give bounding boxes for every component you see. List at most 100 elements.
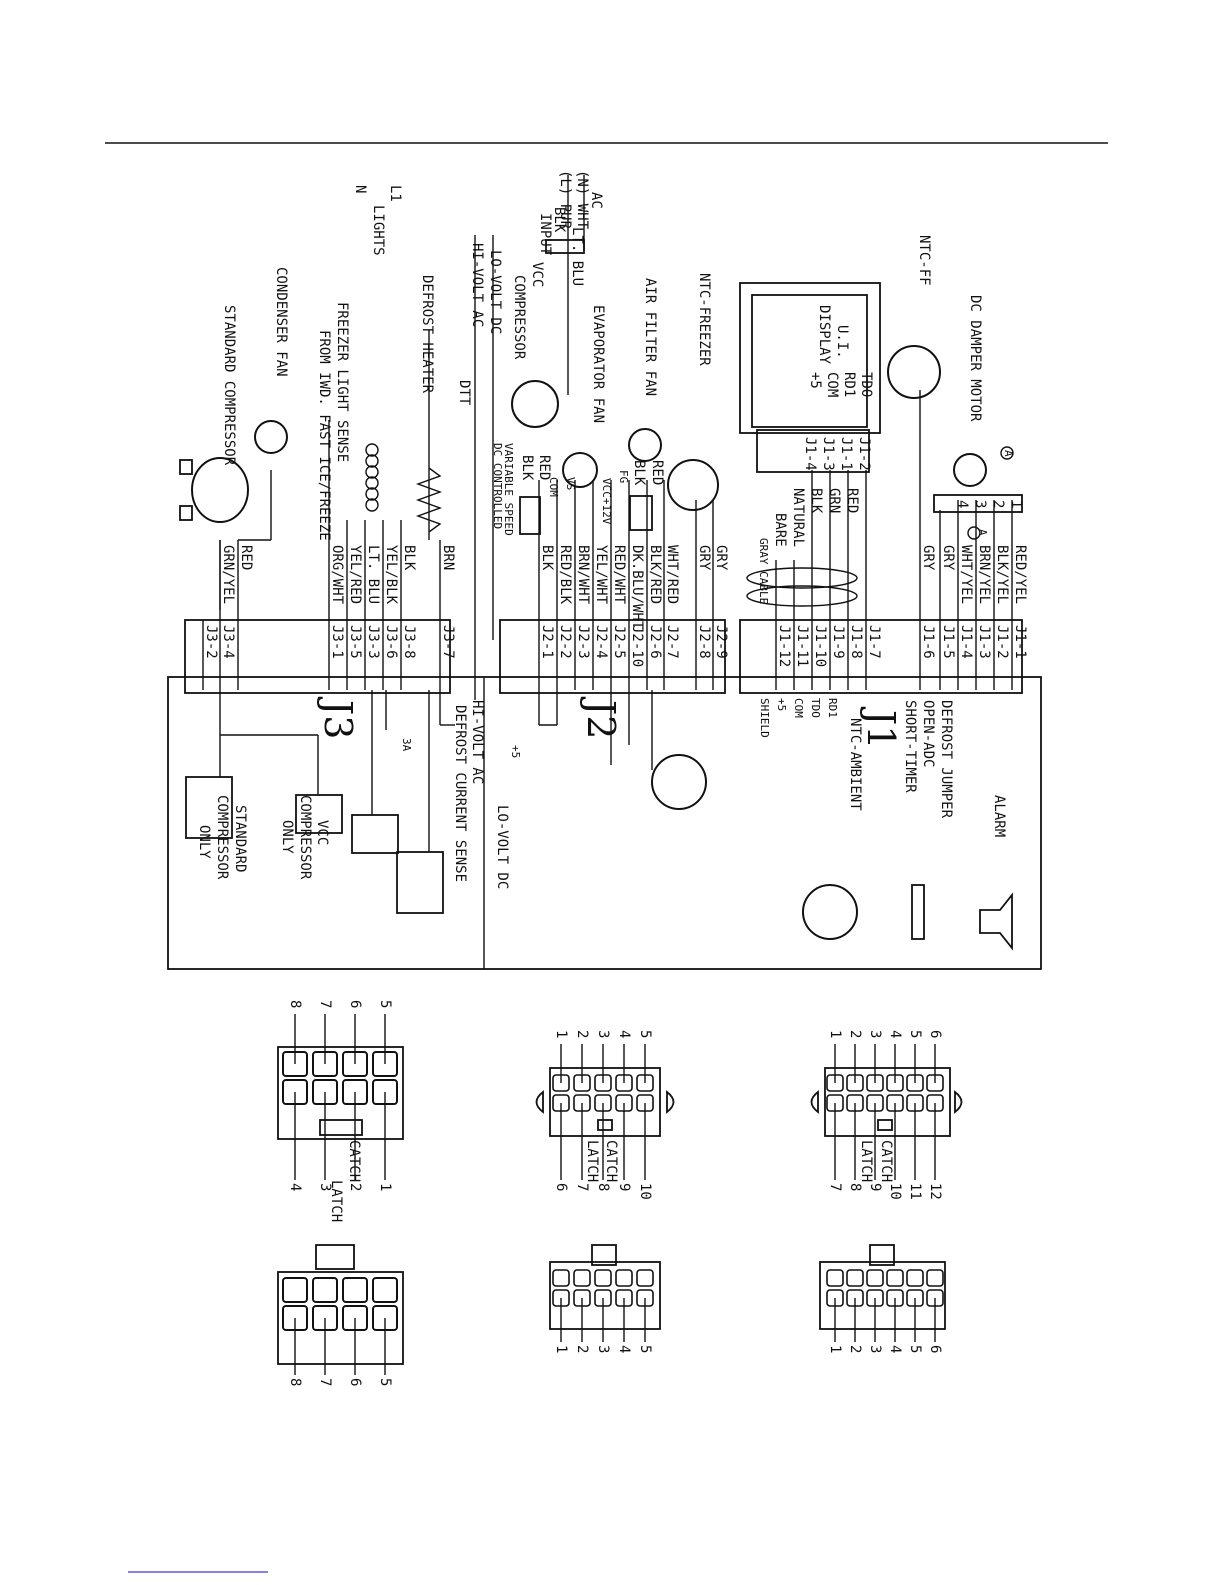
connector-pin-label: J1-5 [940,625,956,659]
eight-pin-cavity [282,1277,308,1303]
wire-color-label: GRN/YEL [220,545,236,604]
board-component-label: NTC-AMBIENT [847,718,863,811]
component-label: FROM IWD. FAST ICE/FREEZE [316,330,332,541]
component-label: LT. BLU [569,227,585,286]
damper-pin-number: 3 [972,500,988,508]
connector-pin-label: J1-4 [958,625,974,659]
standard-compressor-relay [185,776,233,839]
ui-plug-pin-label: J1-2 [856,437,872,471]
eight-pin-front-pin-number: 6 [347,1378,363,1386]
wire-color-label: GRY [940,545,956,571]
compressor-terminal [179,459,193,475]
ten-pin-pin-number: 10 [637,1183,653,1200]
twelve-pin-lug [810,1090,819,1114]
defrost-heater-element [415,467,443,533]
board-component-label: VCC [314,820,330,845]
motor-wire-label: RED [536,455,552,480]
component-label: (N) WHT [574,170,590,230]
board-component-label: LO-VOLT DC [494,805,510,889]
j2-header-strip [499,619,726,694]
wire-color-label: BLK/YEL [994,545,1010,604]
motor-wire-label: BLK [631,460,647,486]
twelve-pin-housing-front [819,1261,946,1330]
connector-pin-label: J2-2 [557,625,573,659]
ten-pin-latch-label: LATCH [584,1140,600,1182]
wire-color-label: WHT/YEL [958,545,974,604]
eight-pin-pin-number: 2 [347,1183,363,1191]
wire-color-label: RED/YEL [1012,545,1028,604]
board-component-label: ONLY [196,825,212,859]
ten-pin-cavity [636,1269,654,1287]
twelve-pin-catch [877,1119,893,1131]
board-component-label: DEFROST JUMPER [938,700,954,819]
compressor-terminal [179,505,193,521]
damper-pin-number: 4 [954,500,970,508]
ui-plug-pin-label: J1-4 [802,437,818,471]
fuse-label: 3A [400,738,413,752]
component-label: CONDENSER FAN [273,267,289,377]
connector-pin-label: J3-3 [365,625,381,659]
connector-pin-label: J2-7 [664,625,680,659]
eight-pin-cavity [342,1277,368,1303]
fan-pin-label: VCC+12V [600,478,613,525]
component-label: (L) PUR [557,170,573,230]
connector-pin-label: J1-9 [830,625,846,659]
ui-plug-pin-label: J1-3 [820,437,836,471]
ten-pin-cavity [615,1269,633,1287]
ui-display-plug [756,429,870,473]
twelve-pin-pin-number: 3 [867,1030,883,1038]
twelve-pin-front-pin-number: 6 [927,1345,943,1353]
twelve-pin-latch-label: LATCH [858,1140,874,1182]
standard-compressor-symbol [191,457,249,523]
ui-display-signal: COM [824,372,840,397]
twelve-pin-pin-number: 5 [907,1030,923,1038]
connector-pin-label: J2-4 [593,625,609,659]
connector-pin-label: J1-8 [848,625,864,659]
eight-pin-catch-label: CATCH [346,1140,362,1182]
damper-pin-a-marker [1000,446,1014,460]
supply-label: +5 [509,745,522,758]
eight-pin-latch [315,1244,355,1270]
lights-coil [365,443,379,512]
connector-pin-label: J3-2 [203,625,219,659]
j1-header-strip [739,619,1023,694]
wire-color-label: WHT/RED [664,545,680,604]
twelve-pin-pin-number: 10 [887,1183,903,1200]
damper-motor-symbol [953,453,987,487]
header-j2-label: J2 [579,696,623,739]
ten-pin-latch [591,1244,617,1266]
connector-pin-label: J1-1 [1012,625,1028,659]
connector-pin-label: J1-6 [920,625,936,659]
connector-pin-label: J2-10 [629,625,645,667]
twelve-pin-cavity [906,1269,924,1287]
eight-pin-pin-number: 6 [347,1000,363,1008]
twelve-pin-pin-number: 9 [867,1183,883,1191]
motor-wire-label: RED [649,460,665,485]
vcc-compressor-connector [519,496,541,535]
ntc-freezer-thermistor-symbol [667,459,719,511]
twelve-pin-latch [869,1244,895,1266]
wire-color-label: DK.BLU/WHT [629,545,645,630]
board-signal-label: +5 [775,698,788,711]
connector-pin-label: J3-4 [220,625,236,659]
board-component-label: ONLY [279,820,295,854]
component-label: L1 [387,185,403,202]
ten-pin-catch [597,1119,613,1131]
twelve-pin-pin-number: 12 [927,1183,943,1200]
control-board-outline [167,676,1042,970]
ten-pin-pin-number: 4 [616,1030,632,1038]
header-j3-label: J3 [316,696,360,739]
alarm-speaker-symbol [979,892,1013,951]
ten-pin-cavity [573,1269,591,1287]
eight-pin-latch-label: LATCH [328,1180,344,1222]
component-label: NTC-FF [916,235,932,286]
component-label: HI-VOLT AC [469,243,485,327]
ten-pin-pin-number: 8 [595,1183,611,1191]
wire-runs [202,175,1013,700]
twelve-pin-housing-top [824,1067,951,1137]
twelve-pin-pin-number: 6 [927,1030,943,1038]
component-label: N [352,185,368,193]
component-label: AC [588,192,604,209]
board-component-label: HI-VOLT AC [469,700,485,784]
